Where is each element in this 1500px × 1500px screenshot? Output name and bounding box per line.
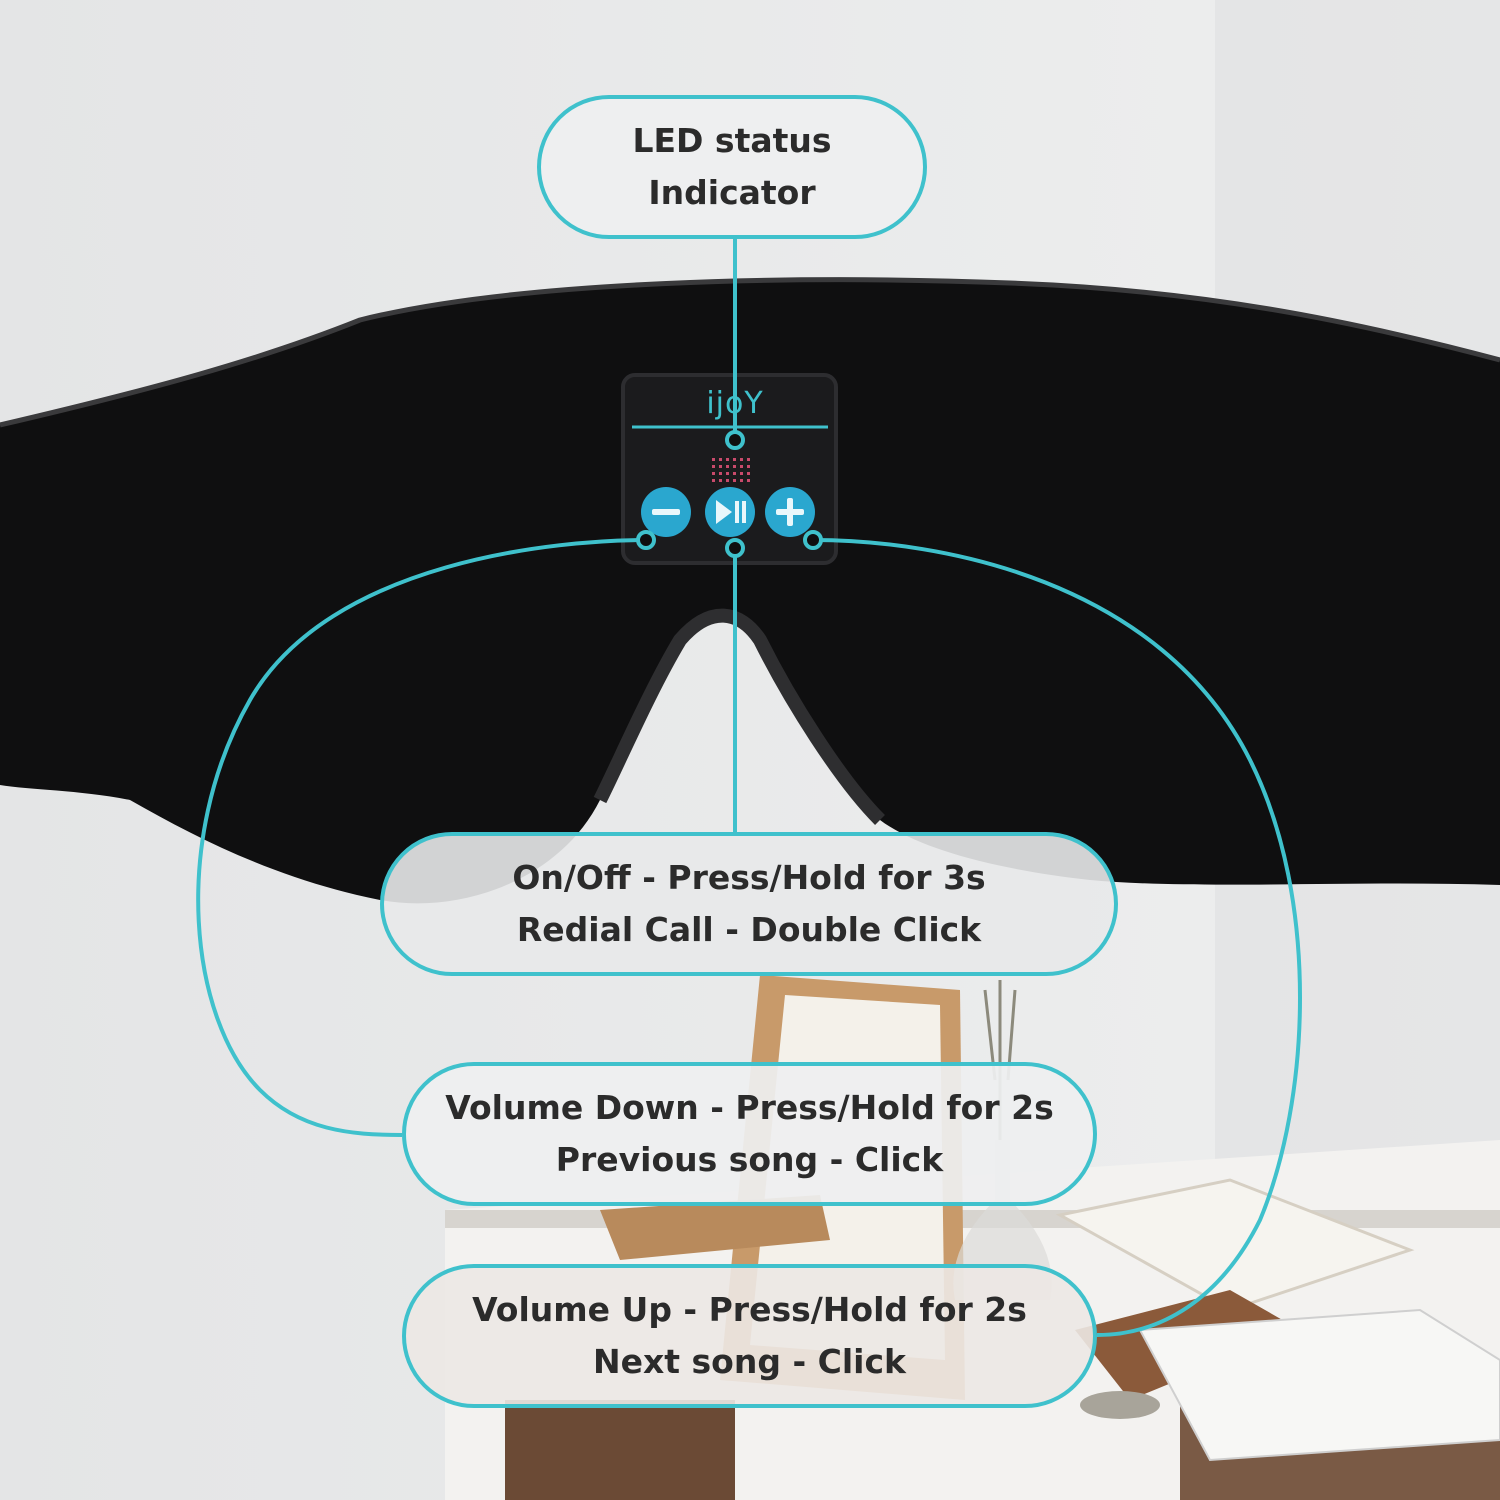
led-indicator: [712, 458, 750, 482]
led-status-callout: LED status Indicator: [537, 95, 927, 239]
paper-sheet: [1055, 1178, 1415, 1312]
grid-notebook: [1138, 1308, 1500, 1462]
callout-line: Previous song - Click: [555, 1140, 944, 1179]
play-pause-icon: [716, 500, 746, 524]
minus-icon: [652, 509, 680, 515]
connector-lines: [196, 239, 1302, 1337]
play-pause-button[interactable]: [705, 487, 755, 537]
sleep-mask: [0, 277, 1500, 904]
plus-icon: [776, 498, 804, 526]
on-off-callout: On/Off - Press/Hold for 3s Redial Call -…: [380, 832, 1118, 976]
volume-up-callout: Volume Up - Press/Hold for 2s Next song …: [402, 1264, 1097, 1408]
brand-logo: ijoY: [706, 386, 764, 421]
minus-button[interactable]: [641, 487, 691, 537]
callout-line: Next song - Click: [592, 1342, 906, 1381]
volume-down-callout: Volume Down - Press/Hold for 2s Previous…: [402, 1062, 1097, 1206]
callout-line: Volume Up - Press/Hold for 2s: [472, 1290, 1027, 1329]
callout-line: LED status: [632, 121, 832, 160]
callout-line: Volume Down - Press/Hold for 2s: [445, 1088, 1054, 1127]
callout-line: Redial Call - Double Click: [516, 910, 982, 949]
callout-line: Indicator: [648, 173, 816, 212]
callout-line: On/Off - Press/Hold for 3s: [512, 858, 986, 897]
plus-button[interactable]: [765, 487, 815, 537]
